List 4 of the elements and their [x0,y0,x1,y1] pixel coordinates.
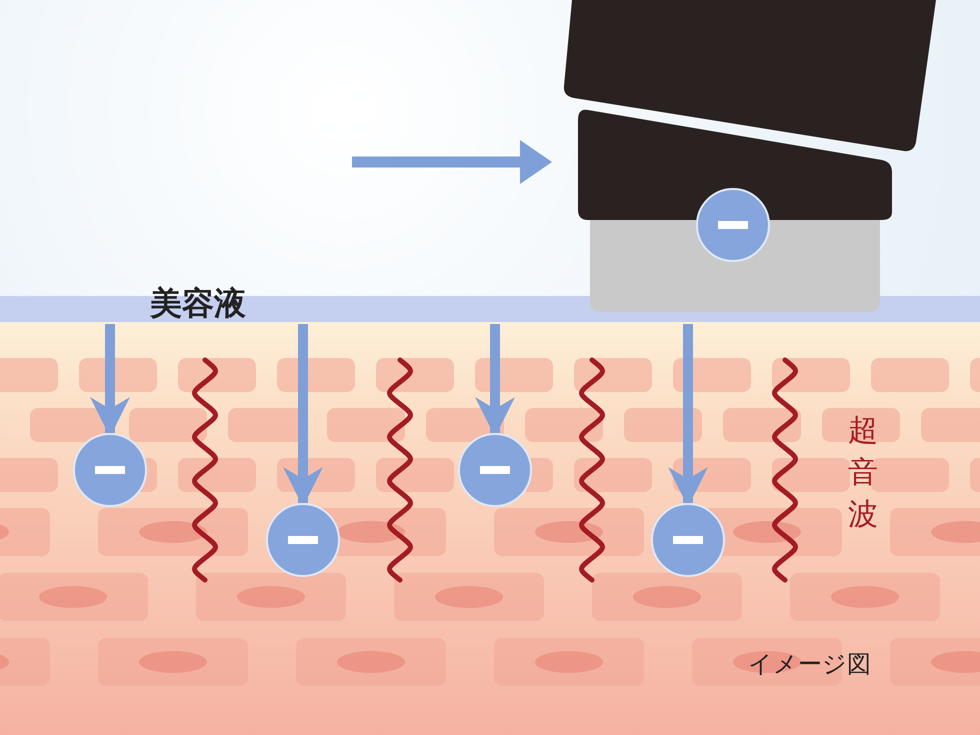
serum-layer [0,284,980,324]
layer-label: 美容液 [150,284,246,322]
wave-label: 超音波 [848,412,879,534]
image-caption: イメージ図 [748,649,871,680]
